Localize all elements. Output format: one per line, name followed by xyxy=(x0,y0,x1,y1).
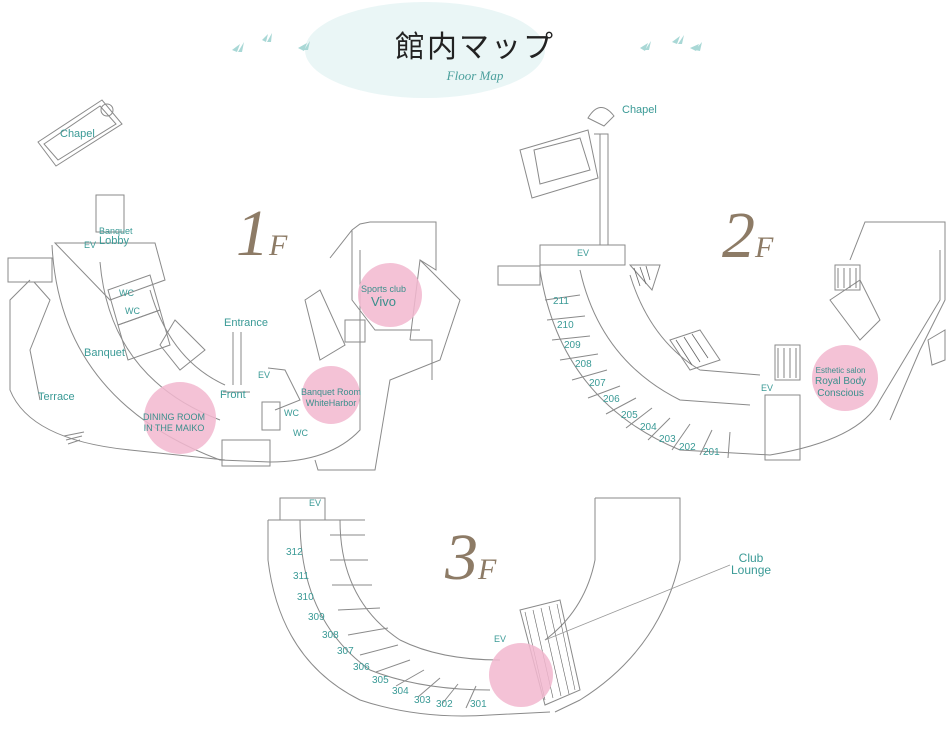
f1-entrance-label[interactable]: Entrance xyxy=(224,317,269,329)
f1-dining-label[interactable]: DINING ROOM IN THE MAIKO xyxy=(143,412,205,434)
floor-2-heading: 2F xyxy=(722,198,773,274)
f3-room[interactable]: 301 xyxy=(470,699,487,710)
f3-room[interactable]: 303 xyxy=(414,695,431,706)
f1-dining-label-2: IN THE MAIKO xyxy=(143,423,205,433)
f1-terrace-label[interactable]: Terrace xyxy=(38,391,75,403)
f3-ev-label-2: EV xyxy=(494,634,507,644)
f3-room[interactable]: 308 xyxy=(322,630,339,641)
f1-chapel-label[interactable]: Chapel xyxy=(60,128,95,140)
f3-room[interactable]: 309 xyxy=(308,612,325,623)
f2-room[interactable]: 206 xyxy=(603,394,620,405)
f3-ev-label-1: EV xyxy=(309,498,322,508)
f2-ev-label-2: EV xyxy=(761,383,774,393)
floor-3-number: 3 xyxy=(445,521,478,594)
f1-sports-club-label-1: Sports club xyxy=(361,284,407,294)
f2-room[interactable]: 201 xyxy=(703,447,720,458)
floor-1-heading: 1F xyxy=(236,196,287,272)
f1-sports-club-label[interactable]: Sports club Vivo xyxy=(361,284,406,309)
club-lounge-leader-line xyxy=(544,564,731,641)
esthetic-salon-marker[interactable] xyxy=(812,345,878,411)
f2-room[interactable]: 203 xyxy=(659,434,676,445)
f2-esthetic-label-1: Esthetic salon xyxy=(815,366,866,375)
f1-front-label[interactable]: Front xyxy=(220,389,246,401)
f2-room[interactable]: 204 xyxy=(640,422,657,433)
f3-room[interactable]: 306 xyxy=(353,662,370,673)
banquet-room-marker[interactable] xyxy=(302,366,360,424)
f3-room[interactable]: 307 xyxy=(337,646,354,657)
floor-3-suffix: F xyxy=(478,553,497,586)
f3-club-lounge-label[interactable]: Club Lounge xyxy=(731,552,771,576)
f2-room[interactable]: 211 xyxy=(553,296,569,307)
floor-1-number: 1 xyxy=(236,197,269,270)
f1-ev-label-2: EV xyxy=(258,370,271,380)
f1-dining-label-1: DINING ROOM xyxy=(143,412,205,422)
f3-room[interactable]: 311 xyxy=(293,571,309,582)
sports-club-marker[interactable] xyxy=(358,263,422,327)
dining-room-marker[interactable] xyxy=(144,382,216,454)
page-title: 館内マップ xyxy=(395,30,555,65)
title-glow xyxy=(305,2,545,98)
f2-room[interactable]: 207 xyxy=(589,378,606,389)
f2-esthetic-label-2: Royal Body xyxy=(815,376,867,387)
f1-banquet-lobby-label-1[interactable]: Banquet xyxy=(99,226,133,236)
bird-icons xyxy=(232,33,702,52)
f1-banquet-lobby-label-2[interactable]: Lobby xyxy=(99,235,129,247)
club-lounge-marker[interactable] xyxy=(489,643,553,707)
f3-club-lounge-label-2: Lounge xyxy=(731,563,772,577)
f2-chapel-label[interactable]: Chapel xyxy=(622,104,657,116)
f3-club-lounge-label-1: Club xyxy=(738,551,764,565)
f2-room[interactable]: 205 xyxy=(621,410,638,421)
f1-banquet-room-label-1: Banquet Room xyxy=(301,387,362,397)
f1-wc-label-4: WC xyxy=(293,428,308,438)
f3-room[interactable]: 310 xyxy=(297,592,314,603)
f2-room[interactable]: 208 xyxy=(575,359,592,370)
f1-banquet-room-label[interactable]: Banquet Room WhiteHarbor xyxy=(301,387,361,409)
f1-banquet-label[interactable]: Banquet xyxy=(84,347,125,359)
floor-3-heading: 3F xyxy=(445,520,496,596)
floor-1-suffix: F xyxy=(269,229,288,262)
f2-esthetic-label-3: Conscious xyxy=(817,388,864,399)
floor-2-number: 2 xyxy=(722,199,755,272)
f2-room[interactable]: 202 xyxy=(679,442,696,453)
f3-room[interactable]: 304 xyxy=(392,686,409,697)
f2-room[interactable]: 209 xyxy=(564,340,581,351)
page-subtitle: Floor Map xyxy=(446,68,504,83)
floor-2-hatching xyxy=(633,265,857,378)
f2-ev-label-1: EV xyxy=(577,248,590,258)
f3-room[interactable]: 312 xyxy=(286,547,303,558)
f1-sports-club-label-2: Vivo xyxy=(370,294,397,309)
f1-wc-label-1: WC xyxy=(119,288,134,298)
f1-ev-label: EV xyxy=(84,240,97,250)
floor-2-suffix: F xyxy=(755,231,774,264)
f2-esthetic-label[interactable]: Esthetic salon Royal Body Conscious xyxy=(815,366,866,400)
f3-room[interactable]: 305 xyxy=(372,675,389,686)
f1-banquet-room-label-2: WhiteHarbor xyxy=(305,398,357,408)
f1-wc-label-3: WC xyxy=(284,408,299,418)
f3-room[interactable]: 302 xyxy=(436,699,453,710)
floor-2-plan xyxy=(497,107,946,461)
f2-room[interactable]: 210 xyxy=(557,320,574,331)
f1-wc-label-2: WC xyxy=(125,306,140,316)
